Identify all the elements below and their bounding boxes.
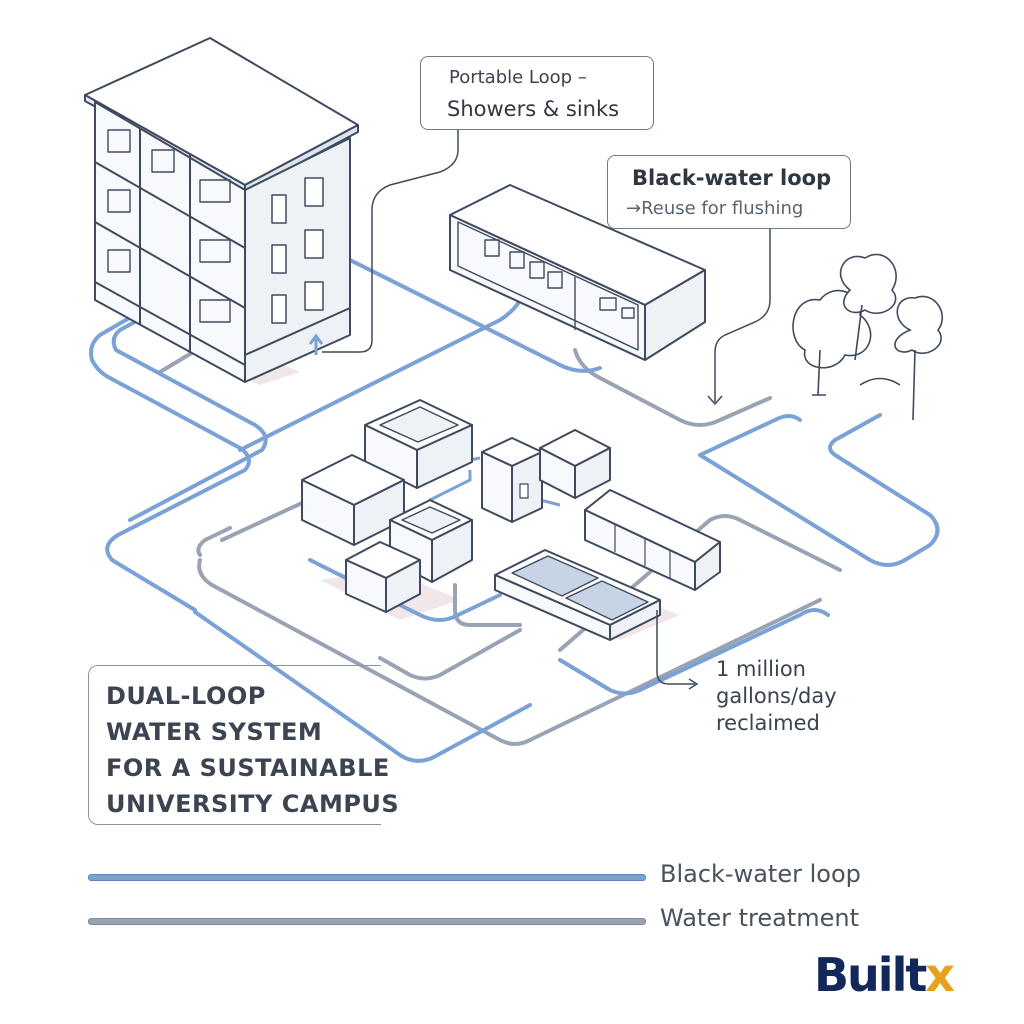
water-treatment-pipes xyxy=(158,308,842,746)
logo-main: Built xyxy=(814,948,927,1002)
title-line-2: WATER SYSTEM xyxy=(106,718,323,746)
reclaimed-stat: 1 million gallons/day reclaimed xyxy=(716,656,837,737)
stat-line-3: reclaimed xyxy=(716,711,820,735)
title-line-4: UNIVERSITY CAMPUS xyxy=(106,790,400,818)
dormitory-building xyxy=(84,37,359,383)
title-line-3: FOR A SUSTAINABLE xyxy=(106,754,390,782)
title-frame xyxy=(88,665,381,825)
callout-black-title: Black-water loop xyxy=(632,166,832,190)
legend-swatch-black-water xyxy=(88,874,646,881)
trees xyxy=(792,253,944,421)
callout-portable-loop: Portable Loop – Showers & sinks xyxy=(420,56,654,130)
treatment-plant xyxy=(301,399,721,641)
legend-label-water-treatment: Water treatment xyxy=(660,904,859,932)
callout-portable-subtitle: Showers & sinks xyxy=(447,97,620,121)
diagram-title: DUAL-LOOP WATER SYSTEM FOR A SUSTAINABLE… xyxy=(106,678,399,822)
utility-building xyxy=(449,184,706,361)
stat-line-1: 1 million xyxy=(716,657,806,681)
builtx-logo: Builtx xyxy=(814,948,955,1002)
riser-pipe xyxy=(308,333,324,355)
stat-line-2: gallons/day xyxy=(716,684,837,708)
callout-black-water-loop: Black-water loop →Reuse for flushing xyxy=(607,155,851,229)
callout-portable-title: Portable Loop – xyxy=(449,67,587,88)
legend-swatch-water-treatment xyxy=(88,918,646,925)
title-line-1: DUAL-LOOP xyxy=(106,682,266,710)
legend-label-black-water: Black-water loop xyxy=(660,860,861,888)
callout-black-subtitle: →Reuse for flushing xyxy=(626,198,804,219)
logo-accent: x xyxy=(925,948,955,1002)
callout-leaders xyxy=(322,128,771,690)
